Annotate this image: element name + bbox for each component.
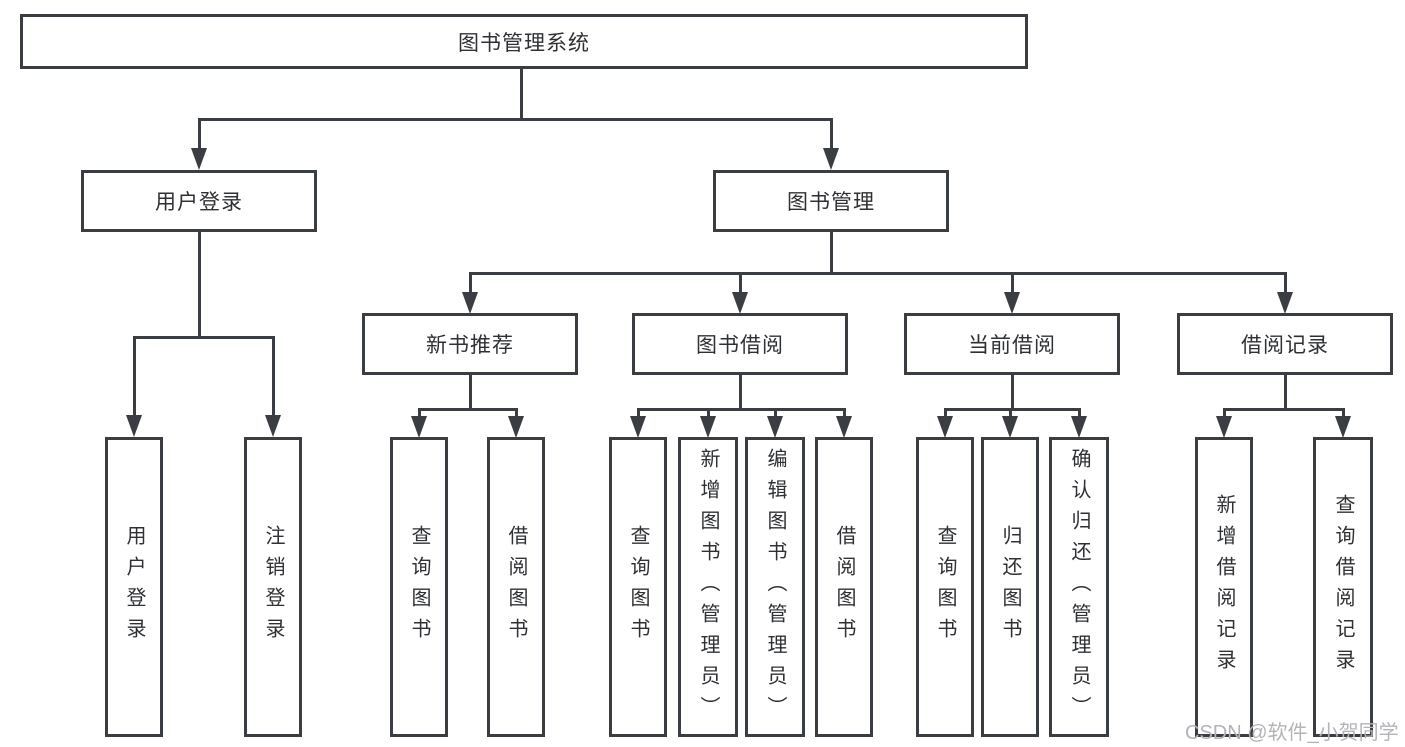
leaf-add-borrow-record: 新增借阅记录	[1195, 437, 1253, 737]
node-borrow-records-label: 借阅记录	[1241, 334, 1329, 357]
leaf-return-book: 归还图书	[981, 437, 1039, 737]
arrowhead	[411, 416, 427, 438]
connector-g3-c3	[1078, 408, 1081, 418]
connector-g3-stem	[1011, 375, 1014, 410]
leaf-add-borrow-record-label: 新增借阅记录	[1213, 494, 1235, 680]
leaf-query-books-recommend-label: 查询图书	[408, 525, 430, 649]
arrowhead	[126, 415, 142, 437]
connector-g4-branch	[1223, 408, 1344, 411]
leaf-edit-book-admin-label: 编辑图书（管理员）	[764, 447, 786, 727]
connector-root-branch	[198, 118, 832, 121]
leaf-query-books-current: 查询图书	[916, 437, 974, 737]
leaf-borrow-books-2: 借阅图书	[815, 437, 873, 737]
node-user-login-label: 用户登录	[155, 191, 243, 214]
connector-g3-branch	[944, 408, 1080, 411]
connector-to-book-borrow	[739, 272, 742, 294]
leaf-borrow-books-recommend-label: 借阅图书	[505, 525, 527, 649]
arrowhead	[630, 416, 646, 438]
arrowhead	[1071, 416, 1087, 438]
connector-mgmt-stem	[830, 232, 833, 274]
connector-to-book-mgmt	[830, 118, 833, 150]
leaf-user-login-label: 用户登录	[123, 525, 145, 649]
node-current-borrow: 当前借阅	[904, 313, 1120, 375]
node-root: 图书管理系统	[20, 14, 1028, 69]
node-new-book-recommend: 新书推荐	[362, 313, 578, 375]
connector-to-user-login	[198, 118, 201, 150]
connector-g2-c4	[843, 408, 846, 418]
arrowhead	[508, 416, 524, 438]
arrowhead	[1002, 416, 1018, 438]
leaf-confirm-return-admin-label: 确认归还（管理员）	[1068, 447, 1090, 727]
leaf-confirm-return-admin: 确认归还（管理员）	[1049, 437, 1109, 737]
node-borrow-records: 借阅记录	[1177, 313, 1393, 375]
arrowhead	[1335, 416, 1351, 438]
node-current-borrow-label: 当前借阅	[968, 334, 1056, 357]
connector-g2-c3	[774, 408, 777, 418]
connector-g2-branch	[637, 408, 845, 411]
node-user-login: 用户登录	[81, 170, 317, 232]
leaf-query-books-current-label: 查询图书	[934, 525, 956, 649]
arrowhead	[767, 416, 783, 438]
connector-root-stem	[520, 69, 523, 120]
arrowhead	[265, 415, 281, 437]
node-new-book-recommend-label: 新书推荐	[426, 334, 514, 357]
connector-g2-c2	[707, 408, 710, 418]
arrowhead	[732, 292, 748, 314]
connector-to-leaf-login	[133, 336, 136, 417]
leaf-logout: 注销登录	[244, 437, 302, 737]
leaf-query-books-borrow-label: 查询图书	[627, 525, 649, 649]
leaf-add-book-admin: 新增图书（管理员）	[678, 437, 738, 737]
node-book-borrow-label: 图书借阅	[696, 334, 784, 357]
node-root-label: 图书管理系统	[458, 31, 590, 55]
arrowhead	[1277, 292, 1293, 314]
leaf-add-book-admin-label: 新增图书（管理员）	[697, 447, 719, 727]
node-book-borrow: 图书借阅	[632, 313, 848, 375]
leaf-borrow-books-recommend: 借阅图书	[487, 437, 545, 737]
connector-mgmt-branch	[469, 272, 1286, 275]
arrowhead	[462, 292, 478, 314]
connector-g4-stem	[1284, 375, 1287, 410]
connector-g4-c2	[1342, 408, 1345, 418]
leaf-return-book-label: 归还图书	[999, 525, 1021, 649]
leaf-query-books-recommend: 查询图书	[390, 437, 448, 737]
connector-login-stem	[198, 232, 201, 339]
arrowhead	[1004, 292, 1020, 314]
arrowhead	[836, 416, 852, 438]
arrowhead	[937, 416, 953, 438]
leaf-query-borrow-record-label: 查询借阅记录	[1332, 494, 1354, 680]
arrowhead	[700, 416, 716, 438]
connector-to-current-borrow	[1011, 272, 1014, 294]
watermark: CSDN @软件_小贺同学	[1185, 722, 1399, 744]
connector-to-borrow-records	[1284, 272, 1287, 294]
arrowhead	[1216, 416, 1232, 438]
leaf-query-borrow-record: 查询借阅记录	[1313, 437, 1373, 737]
connector-g4-c1	[1223, 408, 1226, 418]
connector-to-new-book	[469, 272, 472, 294]
leaf-user-login: 用户登录	[105, 437, 163, 737]
connector-g1-c2	[515, 408, 518, 418]
connector-g1-branch	[418, 408, 518, 411]
connector-g1-c1	[418, 408, 421, 418]
leaf-borrow-books-2-label: 借阅图书	[833, 525, 855, 649]
connector-g3-c2	[1009, 408, 1012, 418]
leaf-logout-label: 注销登录	[262, 525, 284, 649]
connector-to-leaf-logout	[272, 336, 275, 417]
leaf-query-books-borrow: 查询图书	[609, 437, 667, 737]
connector-g3-c1	[944, 408, 947, 418]
arrowhead	[823, 148, 839, 170]
connector-g1-stem	[469, 375, 472, 410]
arrowhead	[191, 148, 207, 170]
node-book-management: 图书管理	[713, 170, 949, 232]
connector-g2-c1	[637, 408, 640, 418]
connector-g2-stem	[739, 375, 742, 410]
leaf-edit-book-admin: 编辑图书（管理员）	[745, 437, 805, 737]
node-book-management-label: 图书管理	[787, 191, 875, 214]
connector-login-branch	[133, 336, 274, 339]
